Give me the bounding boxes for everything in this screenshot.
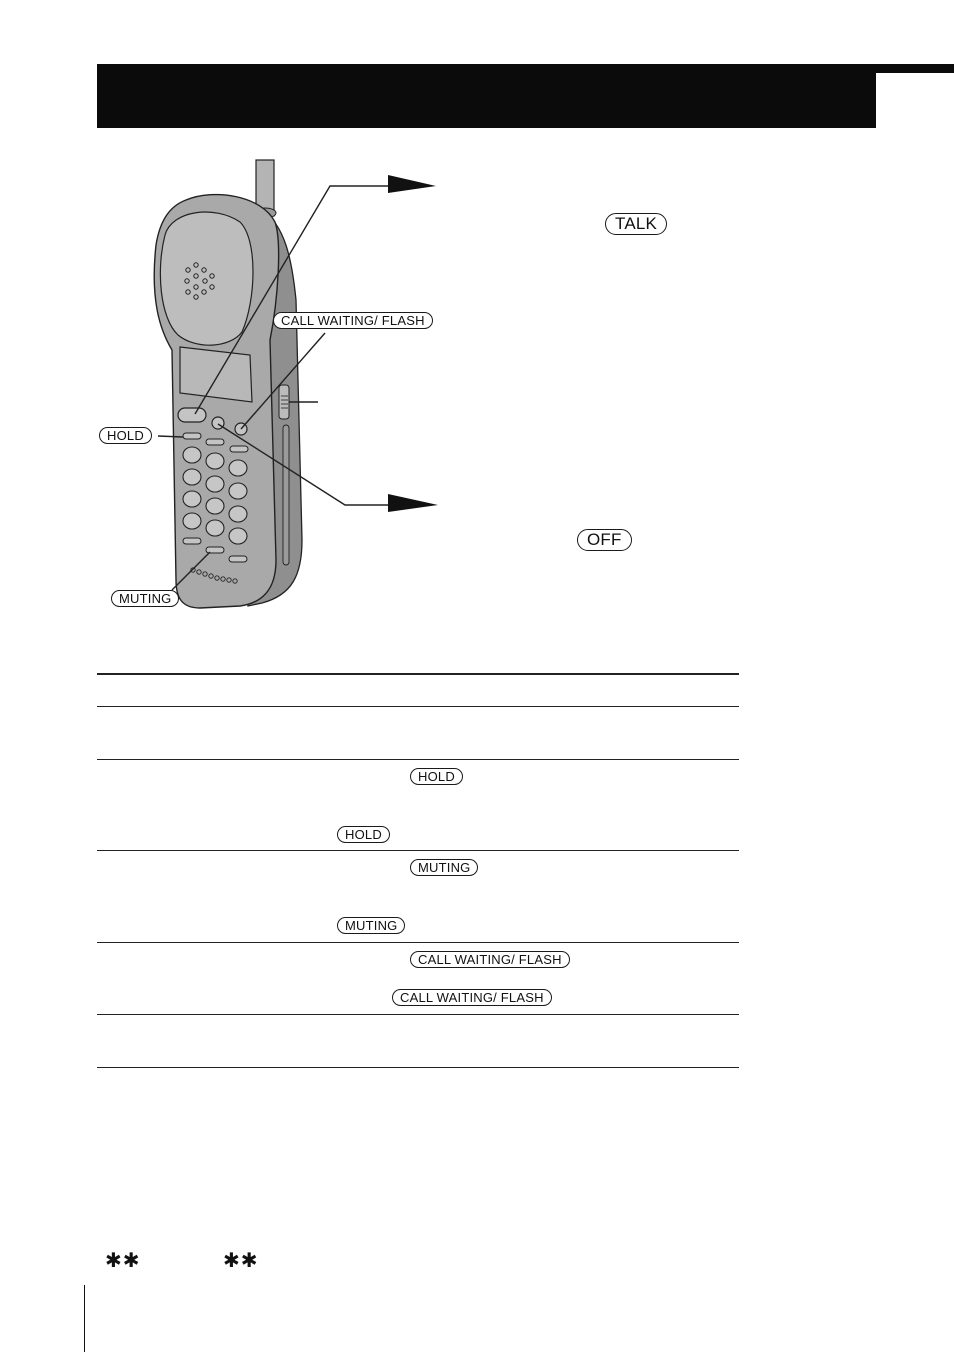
table-rule — [97, 850, 739, 851]
table-rule — [97, 759, 739, 760]
table-rule — [97, 942, 739, 943]
earpiece — [159, 211, 254, 346]
function-keys — [182, 432, 249, 453]
table-call-waiting-flash-key: CALL WAITING/ FLASH — [410, 951, 570, 968]
talk-key-label: TALK — [605, 213, 668, 235]
table-bottom-rule — [97, 1067, 739, 1068]
table-call-waiting-flash-key: CALL WAITING/ FLASH — [392, 989, 552, 1006]
keypad — [182, 446, 248, 545]
arrow-icon — [388, 175, 436, 193]
header-bar — [97, 64, 876, 128]
side-switch-ridges — [281, 395, 288, 409]
side-groove — [282, 424, 290, 566]
talk-button-illus — [177, 407, 207, 423]
muting-key-label: MUTING — [111, 590, 180, 607]
table-rule — [97, 1014, 739, 1015]
footnote-mark: ✱✱ — [105, 1248, 141, 1272]
table-hold-key: HOLD — [337, 826, 390, 843]
arrow-icon — [388, 494, 438, 512]
margin-line — [84, 1285, 85, 1352]
header-edge-tab — [876, 64, 954, 73]
hold-key-label: HOLD — [99, 427, 152, 444]
table-muting-key: MUTING — [410, 859, 479, 876]
footnote-mark: ✱✱ — [223, 1248, 259, 1272]
speaker-holes — [184, 262, 215, 300]
display-window — [179, 346, 253, 403]
side-switch — [278, 384, 290, 420]
table-top-rule — [97, 673, 739, 675]
table-hold-key: HOLD — [410, 768, 463, 785]
bottom-keys — [182, 537, 248, 563]
microphone-holes — [190, 567, 238, 584]
table-rule — [97, 706, 739, 707]
off-key-label: OFF — [577, 529, 632, 551]
cordless-handset-illustration — [153, 159, 438, 609]
table-muting-key: MUTING — [337, 917, 406, 934]
call-waiting-flash-key-label: CALL WAITING/ FLASH — [273, 312, 433, 329]
